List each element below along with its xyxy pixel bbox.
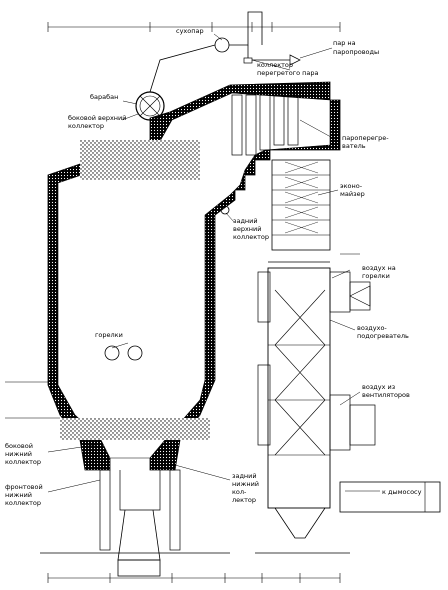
leader-lines [47,33,380,493]
flue-outlet [339,481,441,513]
labels: сухопар пар на паропроводы коллектор пер… [5,27,422,507]
label-superheater-1: пароперегре- [342,134,389,142]
label-rear-lower-2: нижний [232,480,259,488]
label-superheater-2: ватель [342,142,366,150]
label-superheat-coll-1: коллектор [257,61,293,69]
label-rear-lower-3: кол- [232,488,247,496]
label-steam-out-2: паропроводы [333,48,379,56]
label-to-smoke-exhauster: к дымососу [382,488,422,496]
label-air-to-burners-2: горелки [362,272,390,280]
label-air-from-fans-1: воздух из [362,383,396,391]
label-rear-upper-1: задний [233,217,258,225]
label-rear-upper-2: верхний [233,225,262,233]
air-heater-column [267,261,331,539]
bottom-ash-zone [60,418,210,440]
label-side-upper-2: коллектор [68,122,104,130]
steam-pipe-icon [149,11,301,93]
label-burners: горелки [95,331,123,339]
label-air-heater-1: воздухо- [357,324,387,332]
label-rear-lower-1: задний [232,472,257,480]
burner-icon [104,345,143,361]
label-front-lower-3: коллектор [5,499,41,507]
label-steam-out-1: пар на [333,39,356,47]
economizer-block [271,159,331,251]
top-dimension-line [47,22,341,32]
bottom-dimension-line [47,573,341,583]
label-side-upper-1: боковой верхний [68,114,127,122]
label-rear-lower-4: лектор [232,496,256,504]
label-drum: барабан [90,93,118,101]
label-superheat-coll-2: перегретого пара [257,69,318,77]
label-front-lower-2: нижний [5,491,32,499]
label-side-lower-2: нижний [5,450,32,458]
rear-upper-collector [220,205,230,215]
lower-structure [40,469,350,577]
label-economizer-1: эконо- [340,182,363,190]
label-air-heater-2: подогреватель [357,332,409,340]
label-side-lower-1: боковой [5,442,33,450]
label-economizer-2: майзер [340,190,365,198]
label-front-lower-1: фронтовой [5,483,43,491]
top-screen-zone [80,140,200,180]
label-sukhopar: сухопар [176,27,204,35]
label-air-from-fans-2: вентиляторов [362,391,410,399]
air-arrow-icon [349,285,371,307]
label-side-lower-3: коллектор [5,458,41,466]
label-air-to-burners-1: воздух на [362,264,396,272]
superheater-tubes [231,94,299,156]
drum-icon [135,91,165,121]
air-ducts [257,271,376,451]
label-rear-upper-3: коллектор [233,233,269,241]
